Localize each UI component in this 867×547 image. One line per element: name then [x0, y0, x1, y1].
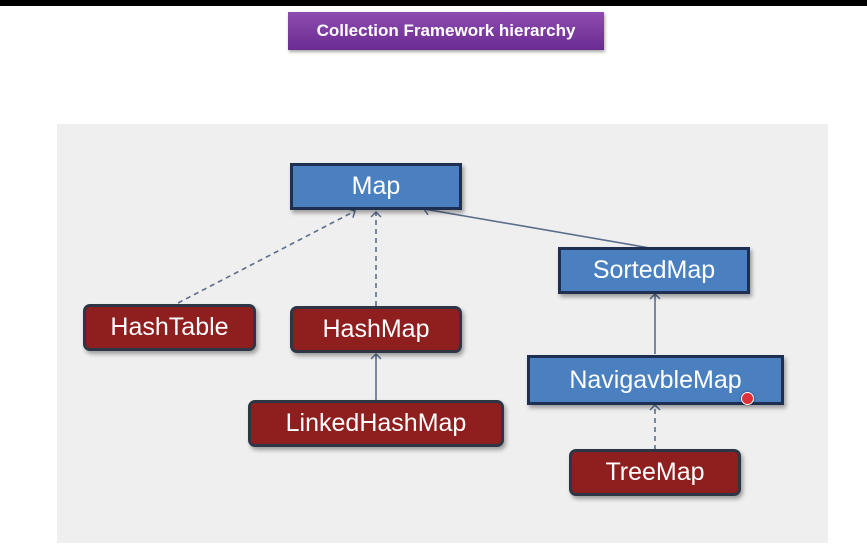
node-navigablemap: NavigavbleMap [527, 355, 784, 405]
pointer-cursor-icon [741, 392, 754, 405]
slide-title: Collection Framework hierarchy [288, 12, 604, 50]
node-map: Map [290, 163, 462, 210]
node-hashtable: HashTable [83, 304, 256, 351]
node-treemap: TreeMap [569, 449, 741, 496]
node-hashmap: HashMap [290, 306, 462, 353]
node-linkedhashmap: LinkedHashMap [248, 400, 504, 447]
node-sortedmap: SortedMap [558, 247, 750, 294]
top-bar [0, 0, 867, 6]
